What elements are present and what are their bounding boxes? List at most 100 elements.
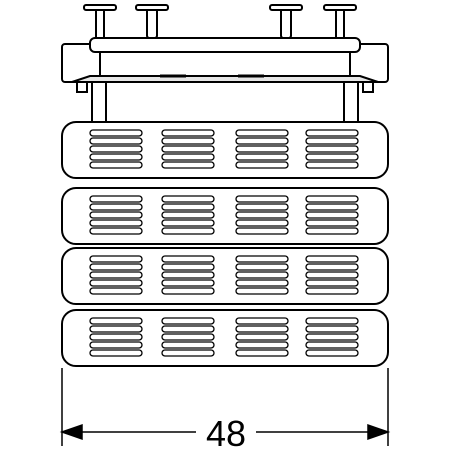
slot-group — [235, 255, 289, 295]
shelf — [61, 187, 389, 245]
slot-group — [305, 129, 359, 169]
slot-group — [89, 317, 143, 357]
slot — [235, 227, 289, 235]
slot — [235, 137, 289, 145]
slot — [89, 271, 143, 279]
slot — [235, 279, 289, 287]
bracket-top-rail — [89, 37, 361, 53]
slot — [305, 137, 359, 145]
slot — [161, 325, 215, 333]
slot-group — [161, 129, 215, 169]
slot — [161, 341, 215, 349]
slot — [305, 211, 359, 219]
slot — [305, 279, 359, 287]
slot-group — [235, 195, 289, 235]
slot — [89, 287, 143, 295]
slot — [235, 195, 289, 203]
slot-group — [305, 255, 359, 295]
slot-group — [161, 255, 215, 295]
dimension-label: 48 — [206, 413, 246, 450]
slot — [161, 129, 215, 137]
slot — [89, 195, 143, 203]
slot — [305, 317, 359, 325]
slot — [161, 161, 215, 169]
dimension — [59, 368, 391, 446]
arrowhead-left — [59, 423, 83, 441]
slot-group — [89, 195, 143, 235]
slot — [89, 255, 143, 263]
slot — [305, 145, 359, 153]
slot — [161, 333, 215, 341]
slot — [161, 203, 215, 211]
slot — [89, 203, 143, 211]
slot — [305, 153, 359, 161]
arrowhead-right — [367, 423, 391, 441]
bracket-lip — [71, 75, 379, 83]
mounting-pins — [83, 4, 357, 49]
slot — [235, 317, 289, 325]
slot — [89, 341, 143, 349]
slot — [161, 145, 215, 153]
slot — [305, 227, 359, 235]
slot — [161, 137, 215, 145]
post-cap-left — [76, 81, 88, 93]
slot — [305, 341, 359, 349]
slot — [235, 219, 289, 227]
slot — [235, 271, 289, 279]
shelf — [61, 247, 389, 305]
slot — [161, 255, 215, 263]
slot — [305, 219, 359, 227]
slot — [89, 145, 143, 153]
slot — [161, 227, 215, 235]
slot — [305, 271, 359, 279]
slot — [161, 317, 215, 325]
slot — [161, 271, 215, 279]
slot — [161, 211, 215, 219]
slot-group — [161, 317, 215, 357]
slot — [305, 161, 359, 169]
slot — [161, 287, 215, 295]
slot — [235, 341, 289, 349]
slot — [305, 263, 359, 271]
slot — [235, 325, 289, 333]
slot-group — [89, 129, 143, 169]
slot — [235, 161, 289, 169]
slot — [161, 263, 215, 271]
slot — [89, 161, 143, 169]
mounting-pin-1 — [83, 4, 117, 41]
slot — [305, 333, 359, 341]
support-posts — [76, 81, 374, 123]
post-right — [343, 81, 359, 123]
slot — [89, 325, 143, 333]
slot-group — [89, 255, 143, 295]
slot-group — [161, 195, 215, 235]
slot — [161, 279, 215, 287]
slot — [89, 219, 143, 227]
slot — [305, 255, 359, 263]
slot — [161, 195, 215, 203]
post-left — [91, 81, 107, 123]
slot — [89, 279, 143, 287]
slot — [305, 195, 359, 203]
mounting-pin-4 — [323, 4, 357, 41]
slot — [89, 263, 143, 271]
slot — [235, 153, 289, 161]
post-cap-right — [362, 81, 374, 93]
slot — [89, 333, 143, 341]
slot — [235, 211, 289, 219]
slot — [161, 153, 215, 161]
slot — [89, 129, 143, 137]
slot — [161, 219, 215, 227]
shelf — [61, 121, 389, 179]
slot — [89, 153, 143, 161]
slot-group — [305, 317, 359, 357]
slot — [235, 287, 289, 295]
slot — [235, 129, 289, 137]
slot — [305, 203, 359, 211]
slot — [305, 287, 359, 295]
slot — [89, 227, 143, 235]
slot — [235, 203, 289, 211]
slot — [89, 349, 143, 357]
